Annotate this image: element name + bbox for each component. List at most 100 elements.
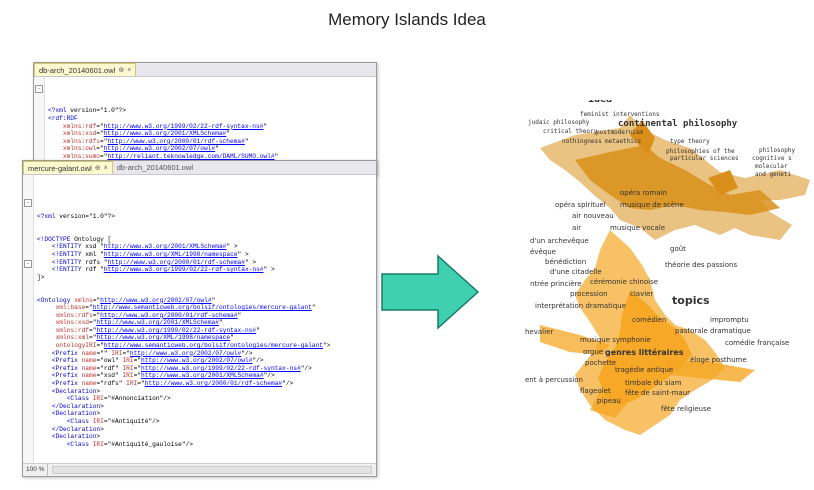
topic-label: feminist interventions <box>580 111 660 118</box>
code-line: xmlns:rdf="http://www.w3.org/1999/02/22-… <box>55 326 260 334</box>
topic-label: éloge posthume <box>690 356 747 364</box>
topic-label: nothingness <box>562 138 602 145</box>
code-line: <Ontology xmlns="http://www.w3.org/2002/… <box>37 296 216 304</box>
topic-label: fête religieuse <box>661 405 711 413</box>
gutter <box>23 175 34 463</box>
topic-label: continental philosophy <box>618 118 738 129</box>
topic-label: pastorale dramatique <box>675 327 751 335</box>
code-line: <!ENTITY xsd "http://www.w3.org/2001/XML… <box>51 243 238 251</box>
topic-label: opéra romain <box>620 189 667 197</box>
topic-label: ent à percussion <box>525 376 583 384</box>
code-line: <?xml version="1.0"?> <box>48 107 126 115</box>
topic-label: philosophies of the <box>666 148 735 155</box>
topic-label: musique de scène <box>620 201 684 209</box>
tab-bar: mercure-galant.owl ⊕ × db-arch_20140601.… <box>23 161 376 175</box>
close-icon[interactable]: × <box>127 66 132 74</box>
topic-label: cérémonie chinoise <box>590 278 658 286</box>
topic-label: bénédiction <box>545 258 586 266</box>
editor-window-mercure-galant[interactable]: mercure-galant.owl ⊕ × db-arch_20140601.… <box>22 160 377 477</box>
tab-label: mercure-galant.owl <box>28 163 92 173</box>
topic-label: théorie des passions <box>665 261 737 269</box>
pin-icon[interactable]: ⊕ <box>94 165 101 172</box>
topic-label: type theory <box>670 138 710 145</box>
code-line: <Class IRI="#Antiquité_gauloise"/> <box>66 440 193 448</box>
code-line: xmlns:xsd="http://www.w3.org/2001/XMLSch… <box>55 319 223 327</box>
topic-label: idea <box>588 100 612 105</box>
tab-mercure-galant[interactable]: mercure-galant.owl ⊕ × <box>23 161 113 174</box>
code-line: xmlns:xsd="http://www.w3.org/2001/XMLSch… <box>62 130 230 138</box>
topic-label: comédie française <box>725 339 789 347</box>
memory-islands-map: metaphysics of mindintentionalitysensory… <box>525 100 810 435</box>
topic-label: particular sciences <box>670 155 739 162</box>
topic-label: d'un archevêque <box>530 237 589 245</box>
code-line: <!ENTITY rdf "http://www.w3.org/1999/02/… <box>51 266 275 274</box>
code-line: <?xml version="1.0"?> <box>37 212 115 220</box>
topic-label: genres littéraires <box>605 347 684 357</box>
topic-label: metaethics <box>605 138 642 145</box>
topic-label: impromptu <box>710 316 749 324</box>
topic-label: topics <box>672 294 710 307</box>
topic-label: musique symphonie <box>580 336 651 344</box>
close-icon[interactable]: × <box>103 164 108 172</box>
status-bar: 100 % <box>23 463 376 476</box>
code-line: </Declaration> <box>51 425 104 433</box>
code-area[interactable]: − − <?xml version="1.0"?> <!DOCTYPE Onto… <box>23 175 376 463</box>
code-line: ]> <box>37 273 45 281</box>
horizontal-scrollbar[interactable] <box>52 466 372 474</box>
topic-label: opéra spirituel <box>555 201 606 209</box>
topic-label: pochette <box>585 359 616 367</box>
topic-label: flageolet <box>580 387 611 395</box>
tab-db-arch[interactable]: db-arch_20140601.owl <box>113 161 197 174</box>
code-line: xmlns:rdf="http://www.w3.org/1999/02/22-… <box>62 122 268 130</box>
code-line: <Prefix name="rdfs" IRI="http://www.w3.o… <box>51 380 294 388</box>
code-line <box>37 221 376 229</box>
topic-label: comédien <box>632 316 666 324</box>
slide-title: Memory Islands Idea <box>328 10 486 29</box>
code-line: <Declaration> <box>51 410 101 418</box>
code-line: xmlns:owl="http://www.w3.org/2002/07/owl… <box>62 145 219 153</box>
topic-label: fête de saint-maur <box>625 389 690 397</box>
island-top <box>540 115 810 240</box>
fold-toggle-icon[interactable]: − <box>35 85 43 93</box>
topic-label: procession <box>570 290 608 298</box>
code-line: </Declaration> <box>51 402 104 410</box>
code-line: <!ENTITY rdfs "http://www.w3.org/2000/01… <box>51 258 257 266</box>
topic-label: timbale du siam <box>625 379 682 387</box>
topic-label: critical theory <box>543 128 598 135</box>
fold-toggle-icon[interactable]: − <box>24 199 32 207</box>
topic-label: judaic philosophy <box>528 119 590 126</box>
code-line: xmlns:sumo="http://reliant.teknowledge.c… <box>62 152 279 160</box>
topic-label: and geneti <box>755 171 792 178</box>
topic-label: orgue <box>583 348 603 356</box>
tab-label: db-arch_20140601.owl <box>116 163 194 172</box>
topic-label: musique vocale <box>610 224 665 232</box>
editor-window-db-arch[interactable]: db-arch_20140601.owl ⊕ × − <?xml version… <box>33 62 377 176</box>
code-line: <Prefix name="rdf" IRI="http://www.w3.or… <box>51 364 312 372</box>
tab-bar: db-arch_20140601.owl ⊕ × <box>34 63 376 77</box>
topic-label: air nouveau <box>572 212 614 220</box>
labels-top: metaphysics of mindintentionalitysensory… <box>528 100 796 178</box>
code-line <box>37 228 376 236</box>
topic-label: interprétation dramatique <box>535 302 626 310</box>
topic-label: air <box>572 224 581 232</box>
tab-label: db-arch_20140601.owl <box>39 65 116 75</box>
fold-toggle-icon[interactable]: − <box>24 260 32 268</box>
topic-label: ntrée princière <box>530 280 582 288</box>
code-line: ontologyIRI="http://www.semanticweb.org/… <box>55 342 331 350</box>
code-line: <Class IRI="#Antiquité"/> <box>66 418 160 425</box>
code-line: <Declaration> <box>51 387 101 395</box>
zoom-level[interactable]: 100 % <box>23 464 49 476</box>
topic-label: pipeau <box>597 397 621 405</box>
code-line: <Prefix name="" IRI="http://www.w3.org/2… <box>51 349 253 357</box>
topic-label: molecular <box>755 163 788 170</box>
pin-icon[interactable]: ⊕ <box>118 67 125 74</box>
island-bottom <box>540 230 755 435</box>
code-line: xml:base="http://www.semanticweb.org/bol… <box>55 304 316 312</box>
code-line: xmlns:rdfs="http://www.w3.org/2000/01/rd… <box>55 311 242 319</box>
code-line <box>37 281 376 289</box>
topic-label: postmodernism <box>596 129 643 136</box>
topic-label: d'une citadelle <box>550 268 602 276</box>
tab-db-arch[interactable]: db-arch_20140601.owl ⊕ × <box>34 63 137 76</box>
labels-bottom: opéra romain opéra spirituel musique de sc… <box>525 189 789 413</box>
code-line: <!ENTITY xml "http://www.w3.org/XML/1998… <box>51 250 249 258</box>
